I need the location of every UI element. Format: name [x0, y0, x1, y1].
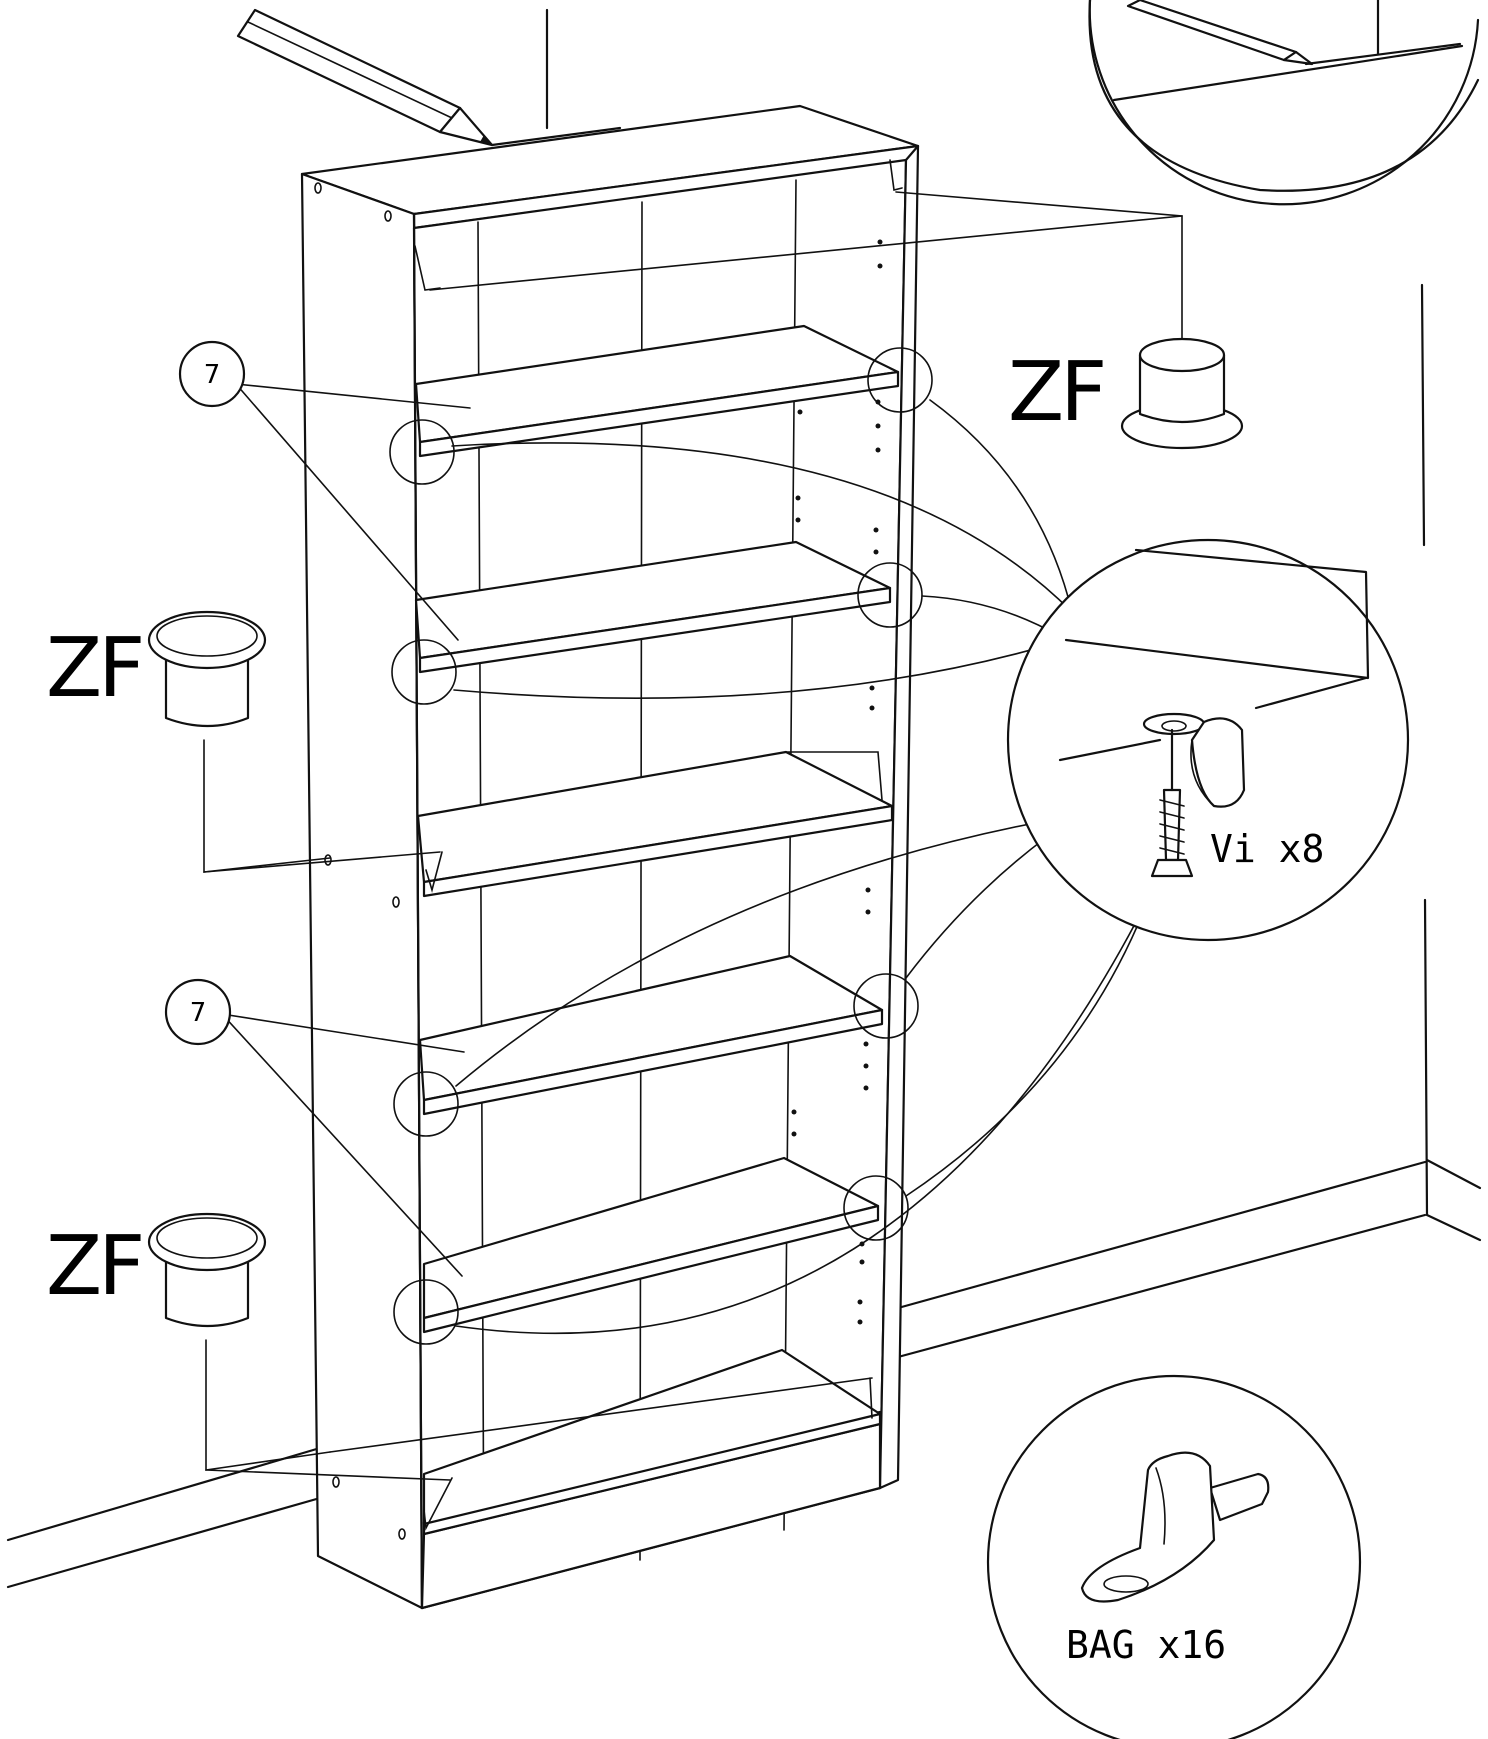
shelf-support-icon [1080, 1451, 1270, 1603]
screw-count-label: Vi x8 [1210, 827, 1324, 871]
pin-holes [314, 182, 883, 1540]
bag-detail-circle: BAG x16 [986, 1374, 1362, 1739]
part-number-label: 7 [204, 360, 221, 390]
shelf [422, 1156, 880, 1334]
zf-label-top: ZF [1008, 345, 1103, 440]
screw-icon [1150, 728, 1194, 878]
zf-plug-icon [147, 610, 267, 728]
zf-label-bottom: ZF [46, 1219, 141, 1314]
bag-count-label: BAG x16 [1066, 1623, 1226, 1667]
shelf [416, 750, 894, 898]
shelves [414, 324, 900, 1526]
part-number-label: 7 [190, 998, 207, 1028]
shelf [414, 324, 900, 458]
zf-plug-icon [147, 1212, 267, 1328]
zf-plug-icon [1120, 337, 1244, 450]
detail-markers [389, 347, 933, 1345]
bracket-detail-circle: Vi x8 [1006, 538, 1410, 942]
shelf [418, 954, 884, 1116]
pencil-icon [236, 8, 622, 147]
part-callout: 7 [164, 978, 232, 1046]
pencil-detail-circle [1088, 0, 1480, 206]
zf-label-middle: ZF [46, 621, 141, 716]
shelf [422, 1348, 882, 1526]
shelf [414, 540, 892, 674]
part-callout: 7 [178, 340, 246, 408]
room-lines [6, 8, 1482, 1589]
shelf-bracket-icon [1142, 712, 1246, 808]
